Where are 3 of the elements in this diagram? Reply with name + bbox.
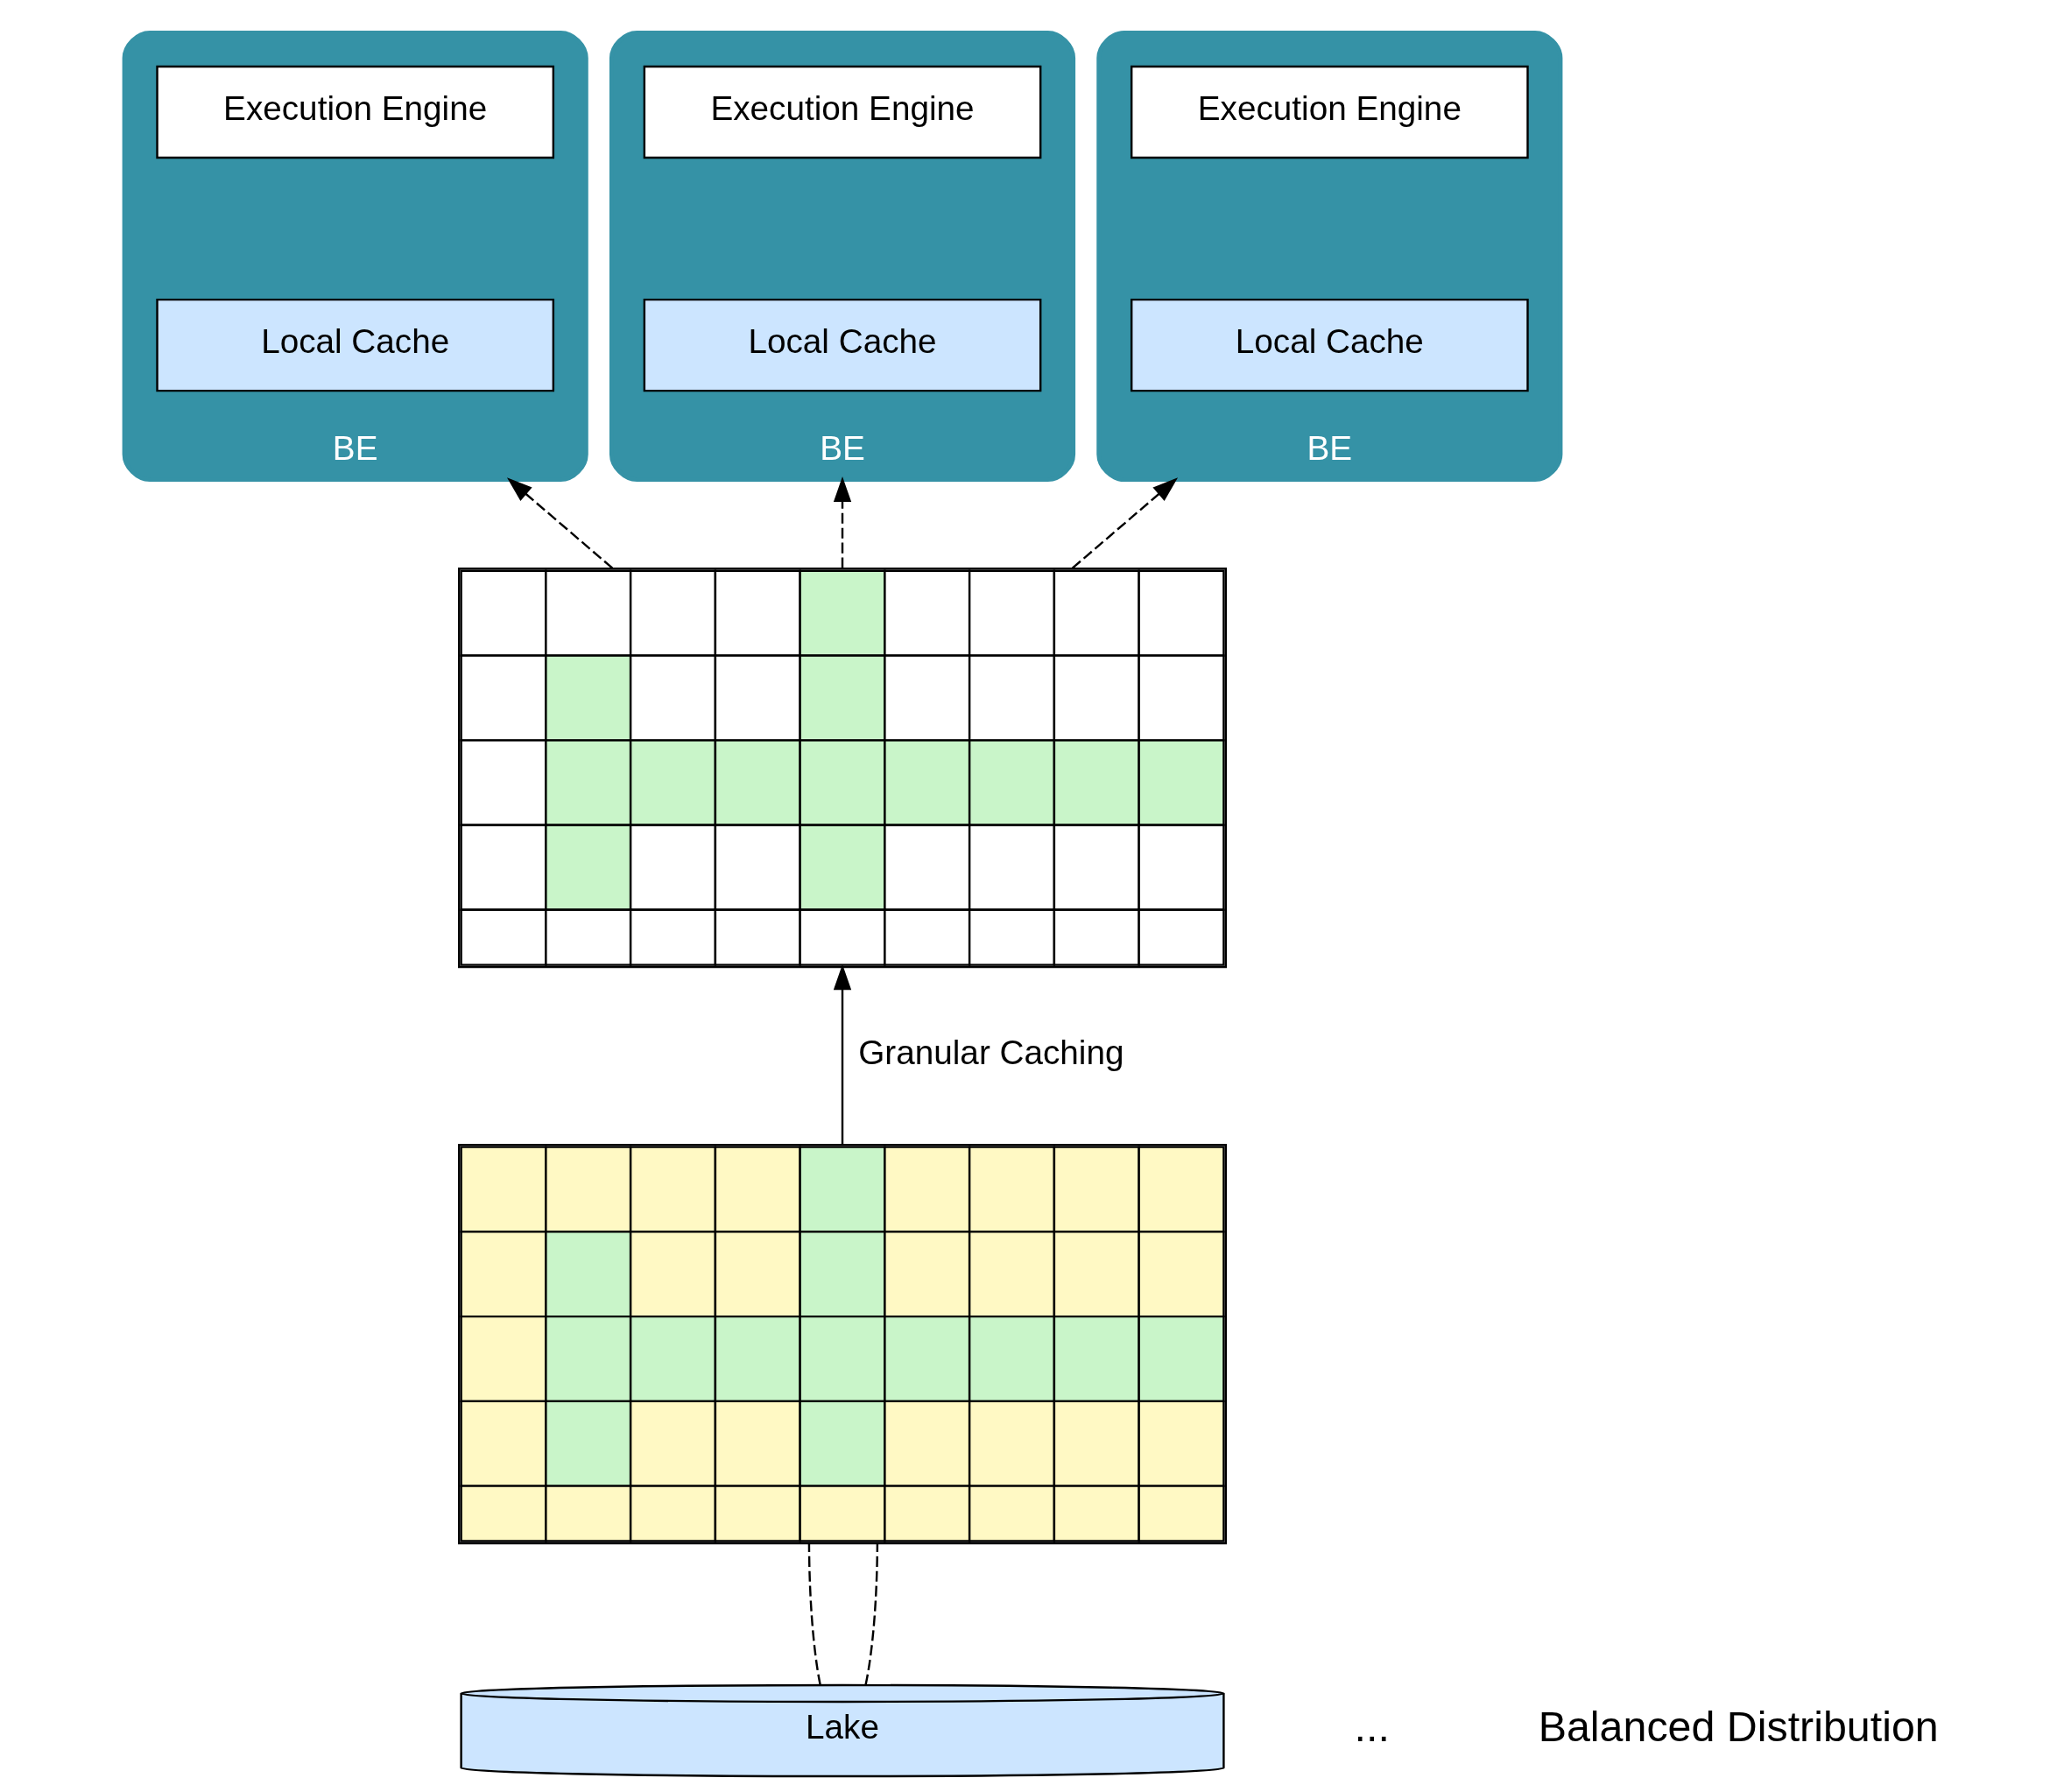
edge-label: Granular Caching — [858, 1033, 1124, 1071]
label: Balanced Distribution — [1538, 1703, 1939, 1751]
label: ... — [1354, 1703, 1390, 1751]
